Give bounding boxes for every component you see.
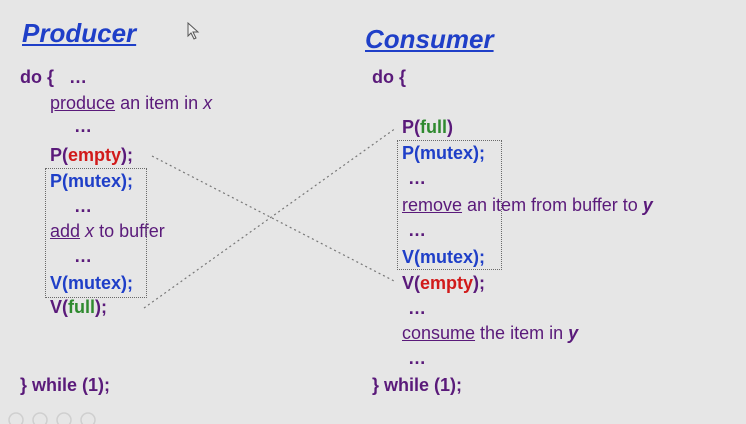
add-verb: add bbox=[50, 221, 81, 241]
producer-dots-3: … bbox=[74, 246, 92, 266]
consumer-v-mutex: V(mutex); bbox=[402, 247, 486, 267]
remove-var: y bbox=[642, 195, 653, 215]
consumer-dots-4: … bbox=[408, 348, 426, 368]
consumer-p-mutex: P(mutex); bbox=[402, 143, 486, 163]
c-v-empty-suffix: ); bbox=[473, 273, 486, 293]
p-empty-suffix: ); bbox=[121, 145, 134, 165]
producer-add-line: add x to buffer bbox=[50, 220, 165, 242]
producer-v-full: V(full); bbox=[50, 296, 107, 318]
prev-icon[interactable] bbox=[8, 412, 24, 424]
producer-while: } while (1); bbox=[20, 375, 111, 395]
p-empty-sem: empty bbox=[68, 145, 122, 165]
playback-controls[interactable] bbox=[6, 408, 116, 424]
c-v-empty-sem: empty bbox=[420, 273, 474, 293]
rewind-icon[interactable] bbox=[32, 412, 48, 424]
produce-rest: an item in bbox=[115, 93, 204, 113]
producer-produce-line: produce an item in x bbox=[50, 92, 212, 114]
producer-do-line: do { … bbox=[20, 66, 87, 88]
consumer-v-empty: V(empty); bbox=[402, 272, 485, 294]
consumer-consume-line: consume the item in y bbox=[402, 322, 578, 344]
play-icon[interactable] bbox=[56, 412, 72, 424]
consumer-critical-section-box bbox=[397, 140, 502, 270]
producer-critical-section-box bbox=[45, 168, 147, 298]
consumer-dots-2: … bbox=[408, 220, 426, 240]
producer-do: do { bbox=[20, 67, 54, 87]
consumer-dots-1: … bbox=[408, 168, 426, 188]
c-p-full-prefix: P( bbox=[402, 117, 420, 137]
produce-verb: produce bbox=[50, 93, 116, 113]
c-p-full-suffix: ) bbox=[447, 117, 453, 137]
consumer-title: Consumer bbox=[365, 24, 494, 54]
consumer-p-full: P(full) bbox=[402, 116, 453, 138]
consumer-while: } while (1); bbox=[372, 375, 463, 395]
full-signal-line bbox=[143, 127, 397, 309]
producer-p-empty: P(empty); bbox=[50, 144, 133, 166]
producer-dots-2: … bbox=[74, 196, 92, 216]
producer-dots-1: … bbox=[74, 116, 92, 136]
consumer-remove-line: remove an item from buffer to y bbox=[402, 194, 653, 216]
consumer-do: do { bbox=[372, 67, 406, 87]
producer-do-dots: … bbox=[69, 67, 88, 87]
c-p-full-sem: full bbox=[420, 117, 447, 137]
remove-verb: remove bbox=[402, 195, 463, 215]
consume-verb: consume bbox=[402, 323, 476, 343]
c-v-empty-prefix: V( bbox=[402, 273, 420, 293]
forward-icon[interactable] bbox=[80, 412, 96, 424]
produce-var: x bbox=[203, 93, 213, 113]
v-full-sem: full bbox=[68, 297, 95, 317]
consume-rest: the item in bbox=[475, 323, 569, 343]
mouse-pointer-icon bbox=[187, 22, 200, 40]
producer-p-mutex: P(mutex); bbox=[50, 171, 134, 191]
consume-var: y bbox=[568, 323, 579, 343]
producer-v-mutex: V(mutex); bbox=[50, 273, 134, 293]
empty-signal-line bbox=[151, 155, 397, 283]
v-full-prefix: V( bbox=[50, 297, 68, 317]
add-var: x bbox=[80, 221, 95, 241]
add-rest: to buffer bbox=[94, 221, 165, 241]
remove-rest: an item from buffer to bbox=[462, 195, 643, 215]
p-empty-prefix: P( bbox=[50, 145, 68, 165]
consumer-dots-3: … bbox=[408, 298, 426, 318]
v-full-suffix: ); bbox=[95, 297, 107, 317]
producer-title: Producer bbox=[22, 18, 137, 48]
